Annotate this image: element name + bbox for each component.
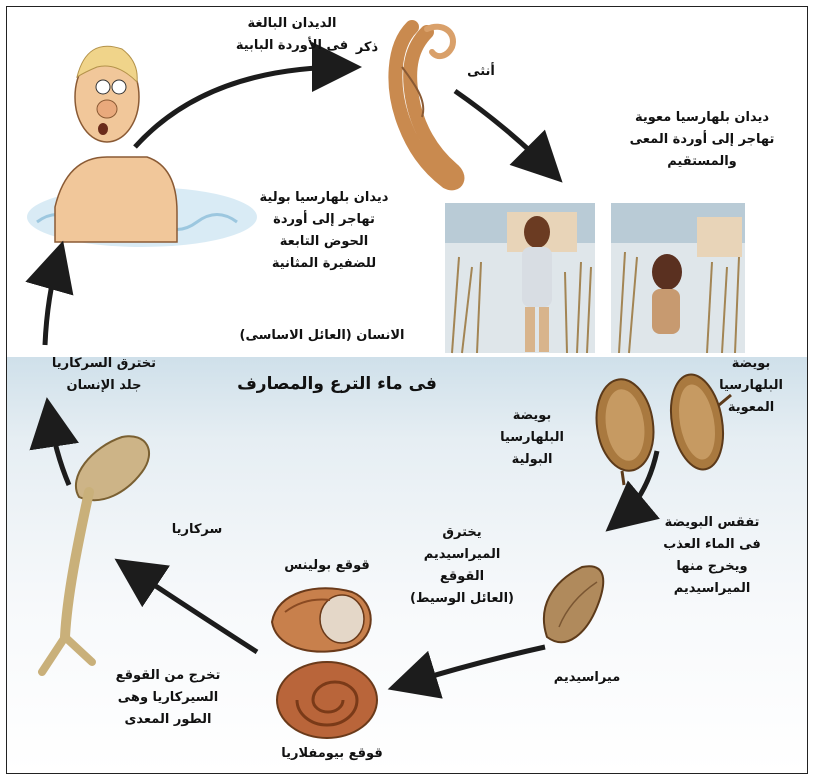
label-cercaria-penetrates: تخترق السركاريا جلد الإنسان <box>19 353 189 397</box>
label-cercaria-exit: تخرج من القوقع السيركاريا وهى الطور المع… <box>83 665 253 731</box>
photo-left <box>445 203 595 353</box>
label-urinary-egg: بويضة البلهارسيا البولية <box>477 405 587 471</box>
label-male: ذكر <box>337 37 397 59</box>
label-cercaria: سركاريا <box>147 519 247 541</box>
label-intestinal-worms: ديدان بلهارسيا معوية تهاجر إلى أوردة الم… <box>607 107 797 173</box>
worm-pair <box>395 27 457 184</box>
label-water-title: فى ماء الترع والمصارف <box>177 373 497 395</box>
label-miracidium-penetrates: يخترق الميراسيديم القوقع (العائل الوسيط) <box>387 522 537 610</box>
miracidium-arrow <box>402 647 545 685</box>
label-biomphalaria-snail: قوقع بيومفلاريا <box>257 743 407 765</box>
human-figure <box>27 46 257 247</box>
left-arrow-upper <box>45 255 59 345</box>
label-urinary-worms: ديدان بلهارسيا بولية تهاجر إلى أوردة الح… <box>239 187 409 275</box>
bulinus-snail <box>272 588 371 651</box>
label-miracidium: ميراسيديم <box>527 667 647 689</box>
snail-arrow <box>127 567 257 652</box>
label-intestinal-egg: بويضة البلهارسيا المعوية <box>697 353 805 419</box>
biomphalaria-snail <box>277 662 377 738</box>
photo-right <box>611 203 745 353</box>
label-egg-hatch: تفقس البويضة فى الماء العذب ويخرج منها ا… <box>627 512 797 600</box>
left-arrow-lower <box>49 412 69 485</box>
top-arrow <box>135 67 347 147</box>
lifecycle-diagram: الديدان البالغة فى الأوردة البابية ذكر أ… <box>6 6 808 774</box>
label-bulinus-snail: قوقع بولينس <box>257 555 397 577</box>
urinary-egg <box>591 376 659 485</box>
miracidium <box>544 566 603 642</box>
worm-arrow <box>455 91 552 172</box>
cercaria <box>42 436 149 672</box>
label-female: أنثى <box>451 61 511 83</box>
label-definitive-host: الانسان (العائل الاساسى) <box>207 325 437 347</box>
